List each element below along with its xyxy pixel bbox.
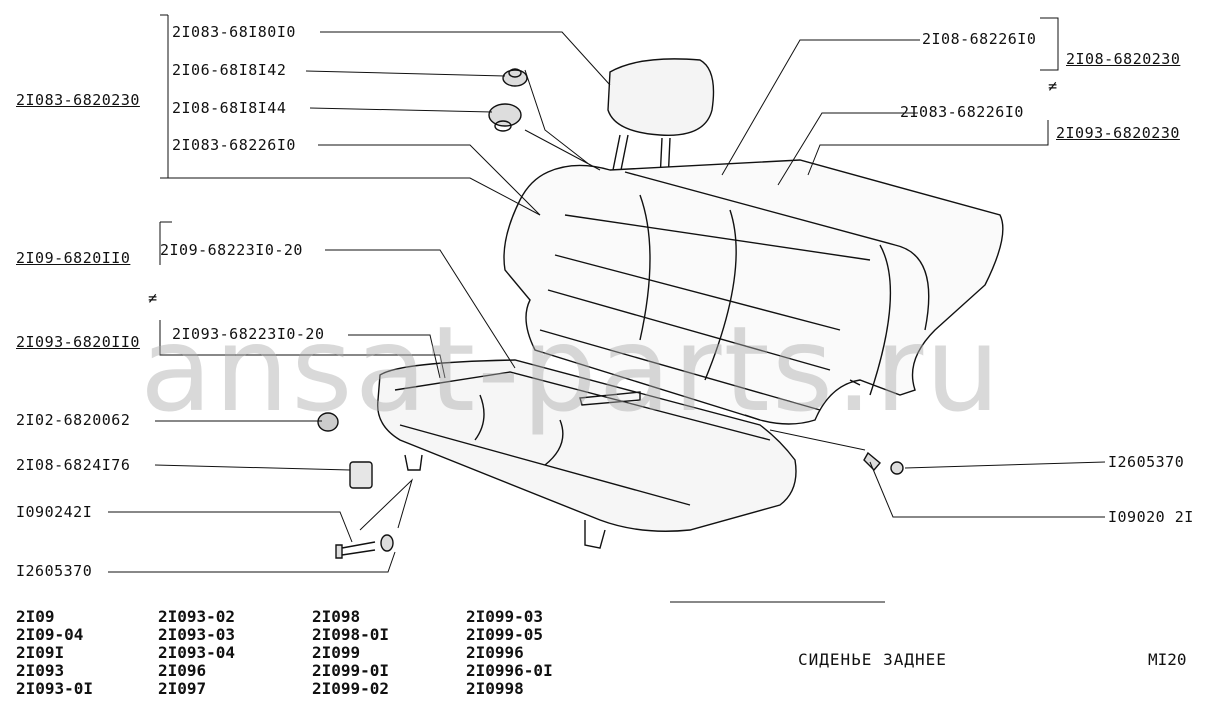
diagram-title: СИДЕНЬЕ ЗАДНЕЕ (798, 650, 947, 669)
label-grommet-b: 2I08-68I8I44 (172, 99, 287, 117)
model: 2I093-03 (158, 625, 236, 644)
model: 2I0998 (466, 679, 524, 698)
model: 2I099-03 (466, 607, 544, 626)
label-seat-assembly-2109: 2I09-6820II0 (16, 249, 131, 267)
hinge-right (744, 379, 861, 421)
label-washer-right: I2605370 (1108, 453, 1185, 471)
model: 2I09-04 (16, 625, 84, 644)
watermark: ansat-parts.ru (140, 300, 1003, 438)
neq-right: ≠ (1048, 77, 1058, 95)
model: 2I099-02 (312, 679, 390, 698)
label-back-cover-right: 2I08-68226I0 (922, 30, 1037, 48)
label-back-assembly-left: 2I083-6820230 (16, 91, 140, 109)
label-cushion-cover-21093: 2I093-68223I0-20 (172, 325, 325, 343)
model: 2I093-02 (158, 607, 236, 626)
washer-right (890, 461, 904, 475)
label-back-cover-right-21083: 2I083-68226I0 (900, 103, 1024, 121)
bracket-left (404, 454, 423, 471)
label-bolt-right: I09020 2I (1108, 508, 1194, 526)
model: 2I09I (16, 643, 65, 662)
model: 2I097 (158, 679, 207, 698)
washer-left (380, 534, 394, 552)
label-bolt-left: I090242I (16, 503, 93, 521)
headrest (607, 58, 715, 136)
model: 2I093-04 (158, 643, 236, 662)
label-seat-assembly-21093: 2I093-6820II0 (16, 333, 140, 351)
bolt-right (863, 451, 881, 472)
label-washer-left: I2605370 (16, 562, 93, 580)
model: 2I098-0I (312, 625, 390, 644)
model: 2I098 (312, 607, 361, 626)
label-headrest: 2I083-68I80I0 (172, 23, 296, 41)
model: 2I0996 (466, 643, 524, 662)
label-clip: 2I08-6824I76 (16, 456, 131, 474)
model: 2I099-0I (312, 661, 390, 680)
model: 2I09 (16, 607, 55, 626)
model: 2I096 (158, 661, 207, 680)
label-back-cover-left: 2I083-68226I0 (172, 136, 296, 154)
grommet-lower (488, 103, 522, 127)
models-col-2: 2I093-02 2I093-03 2I093-04 2I096 2I097 (158, 608, 235, 698)
model: 2I099 (312, 643, 361, 662)
label-back-assembly-right: 2I08-6820230 (1066, 50, 1181, 68)
bolt-left (335, 541, 376, 559)
model: 2I093 (16, 661, 65, 680)
model: 2I093-0I (16, 679, 94, 698)
plug (317, 412, 339, 432)
label-back-assembly-right-21093: 2I093-6820230 (1056, 124, 1180, 142)
models-col-3: 2I098 2I098-0I 2I099 2I099-0I 2I099-02 (312, 608, 389, 698)
grommet-top (502, 69, 528, 87)
model: 2I099-05 (466, 625, 544, 644)
label-plug: 2I02-6820062 (16, 411, 131, 429)
models-col-4: 2I099-03 2I099-05 2I0996 2I0996-0I 2I099… (466, 608, 553, 698)
bracket-bottom (584, 520, 606, 549)
label-cushion-cover-2109: 2I09-68223I0-20 (160, 241, 303, 259)
model: 2I0996-0I (466, 661, 553, 680)
neq-left: ≠ (148, 289, 158, 307)
label-grommet-a: 2I06-68I8I42 (172, 61, 287, 79)
seat-back (503, 159, 1004, 425)
sheet-code: MI20 (1148, 650, 1187, 669)
clip (349, 461, 373, 489)
models-col-1: 2I09 2I09-04 2I09I 2I093 2I093-0I (16, 608, 93, 698)
